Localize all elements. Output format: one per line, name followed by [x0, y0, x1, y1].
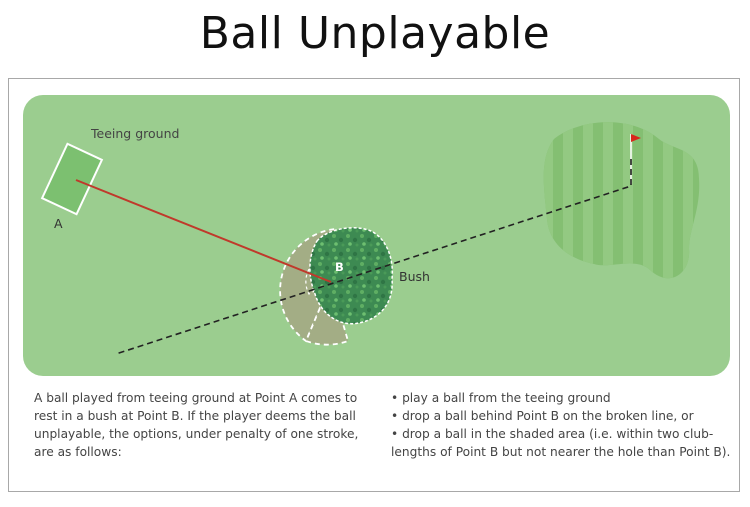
option-1: • play a ball from the teeing ground — [391, 391, 611, 405]
teeing-ground — [40, 142, 104, 216]
inner-arc — [305, 258, 332, 295]
teeing-ground-label: Teeing ground — [90, 126, 179, 141]
page-title: Ball Unplayable — [199, 8, 551, 59]
course-diagram: Teeing ground A B Bush — [23, 95, 730, 376]
line-of-play — [75, 179, 332, 283]
point-b-label: B — [335, 260, 344, 274]
caption-intro: A ball played from teeing ground at Poin… — [34, 391, 359, 459]
bush-label: Bush — [399, 269, 430, 284]
bush — [309, 227, 394, 325]
diagram-frame: Teeing ground A B Bush A ball played fro… — [8, 78, 740, 492]
caption-options: • play a ball from the teeing ground • d… — [391, 389, 736, 461]
point-a-label: A — [54, 216, 63, 231]
option-3-continued: lengths of Point B but not nearer the ho… — [391, 445, 731, 459]
option-3: • drop a ball in the shaded area (i.e. w… — [391, 427, 714, 441]
option-2: • drop a ball behind Point B on the brok… — [391, 409, 694, 423]
